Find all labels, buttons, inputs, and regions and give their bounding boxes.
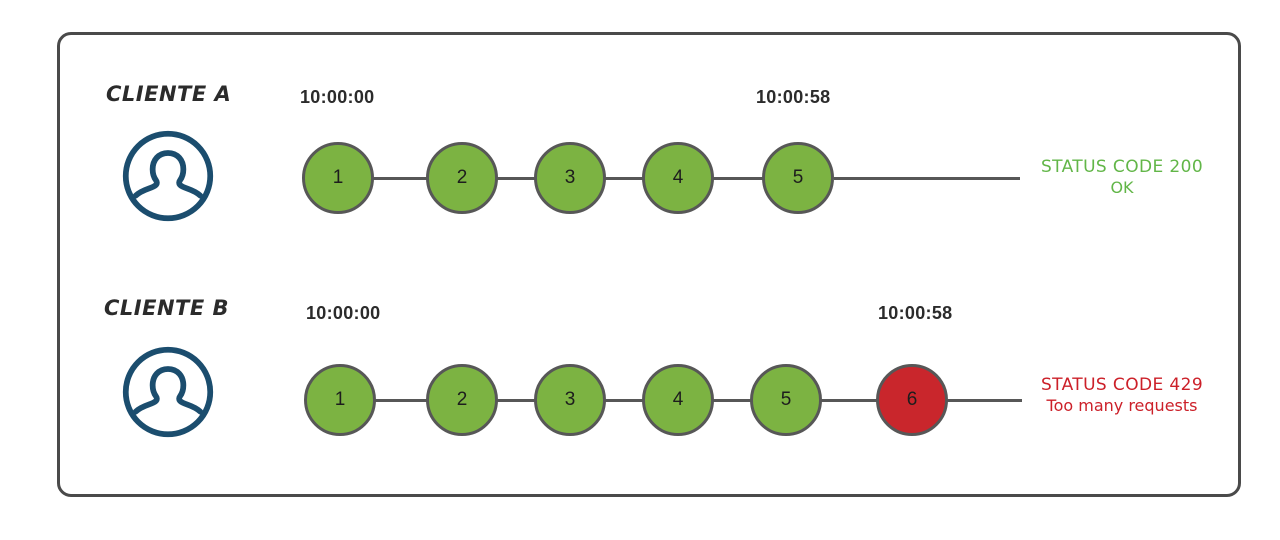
node-number: 2: [456, 389, 468, 410]
node-number: 4: [672, 389, 684, 410]
connector-b-3-4: [602, 399, 646, 402]
request-node[interactable]: 5: [750, 364, 822, 436]
request-node[interactable]: 1: [302, 142, 374, 214]
node-number: 2: [456, 167, 468, 188]
status-code-text: STATUS CODE 200: [1040, 157, 1204, 177]
row-a-start-timestamp: 10:00:00: [300, 87, 375, 107]
client-b-label: CLIENTE B: [104, 296, 230, 320]
node-number: 6: [906, 389, 918, 410]
diagram-frame: [57, 32, 1241, 497]
node-number: 1: [334, 389, 346, 410]
request-node[interactable]: 3: [534, 142, 606, 214]
status-badge-row-b: STATUS CODE 429 Too many requests: [1022, 375, 1222, 416]
person-avatar-icon: [120, 128, 216, 224]
status-code-text: STATUS CODE 429: [1040, 375, 1204, 395]
client-a-label: CLIENTE A: [106, 82, 232, 106]
row-b-end-timestamp: 10:00:58: [878, 303, 953, 323]
connector-b-tail: [946, 399, 1022, 402]
connector-a-4-5: [710, 177, 764, 180]
request-node[interactable]: 1: [304, 364, 376, 436]
request-node-rate-limited[interactable]: 6: [876, 364, 948, 436]
request-node[interactable]: 2: [426, 142, 498, 214]
row-a-end-timestamp: 10:00:58: [756, 87, 831, 107]
node-number: 1: [332, 167, 344, 188]
connector-b-2-3: [494, 399, 538, 402]
request-node[interactable]: 2: [426, 364, 498, 436]
request-node[interactable]: 4: [642, 142, 714, 214]
connector-b-5-6: [818, 399, 880, 402]
node-number: 3: [564, 167, 576, 188]
node-number: 4: [672, 167, 684, 188]
connector-a-1-2: [372, 177, 430, 180]
person-avatar-icon: [120, 344, 216, 440]
status-message-text: OK: [1110, 178, 1134, 198]
request-node[interactable]: 5: [762, 142, 834, 214]
request-node[interactable]: 4: [642, 364, 714, 436]
node-number: 5: [780, 389, 792, 410]
row-b-start-timestamp: 10:00:00: [306, 303, 381, 323]
status-message-text: Too many requests: [1046, 396, 1198, 416]
connector-a-3-4: [602, 177, 646, 180]
connector-b-4-5: [710, 399, 754, 402]
request-node[interactable]: 3: [534, 364, 606, 436]
connector-b-1-2: [374, 399, 430, 402]
node-number: 3: [564, 389, 576, 410]
node-number: 5: [792, 167, 804, 188]
status-badge-row-a: STATUS CODE 200 OK: [1022, 157, 1222, 198]
connector-a-tail: [834, 177, 1020, 180]
connector-a-2-3: [494, 177, 538, 180]
